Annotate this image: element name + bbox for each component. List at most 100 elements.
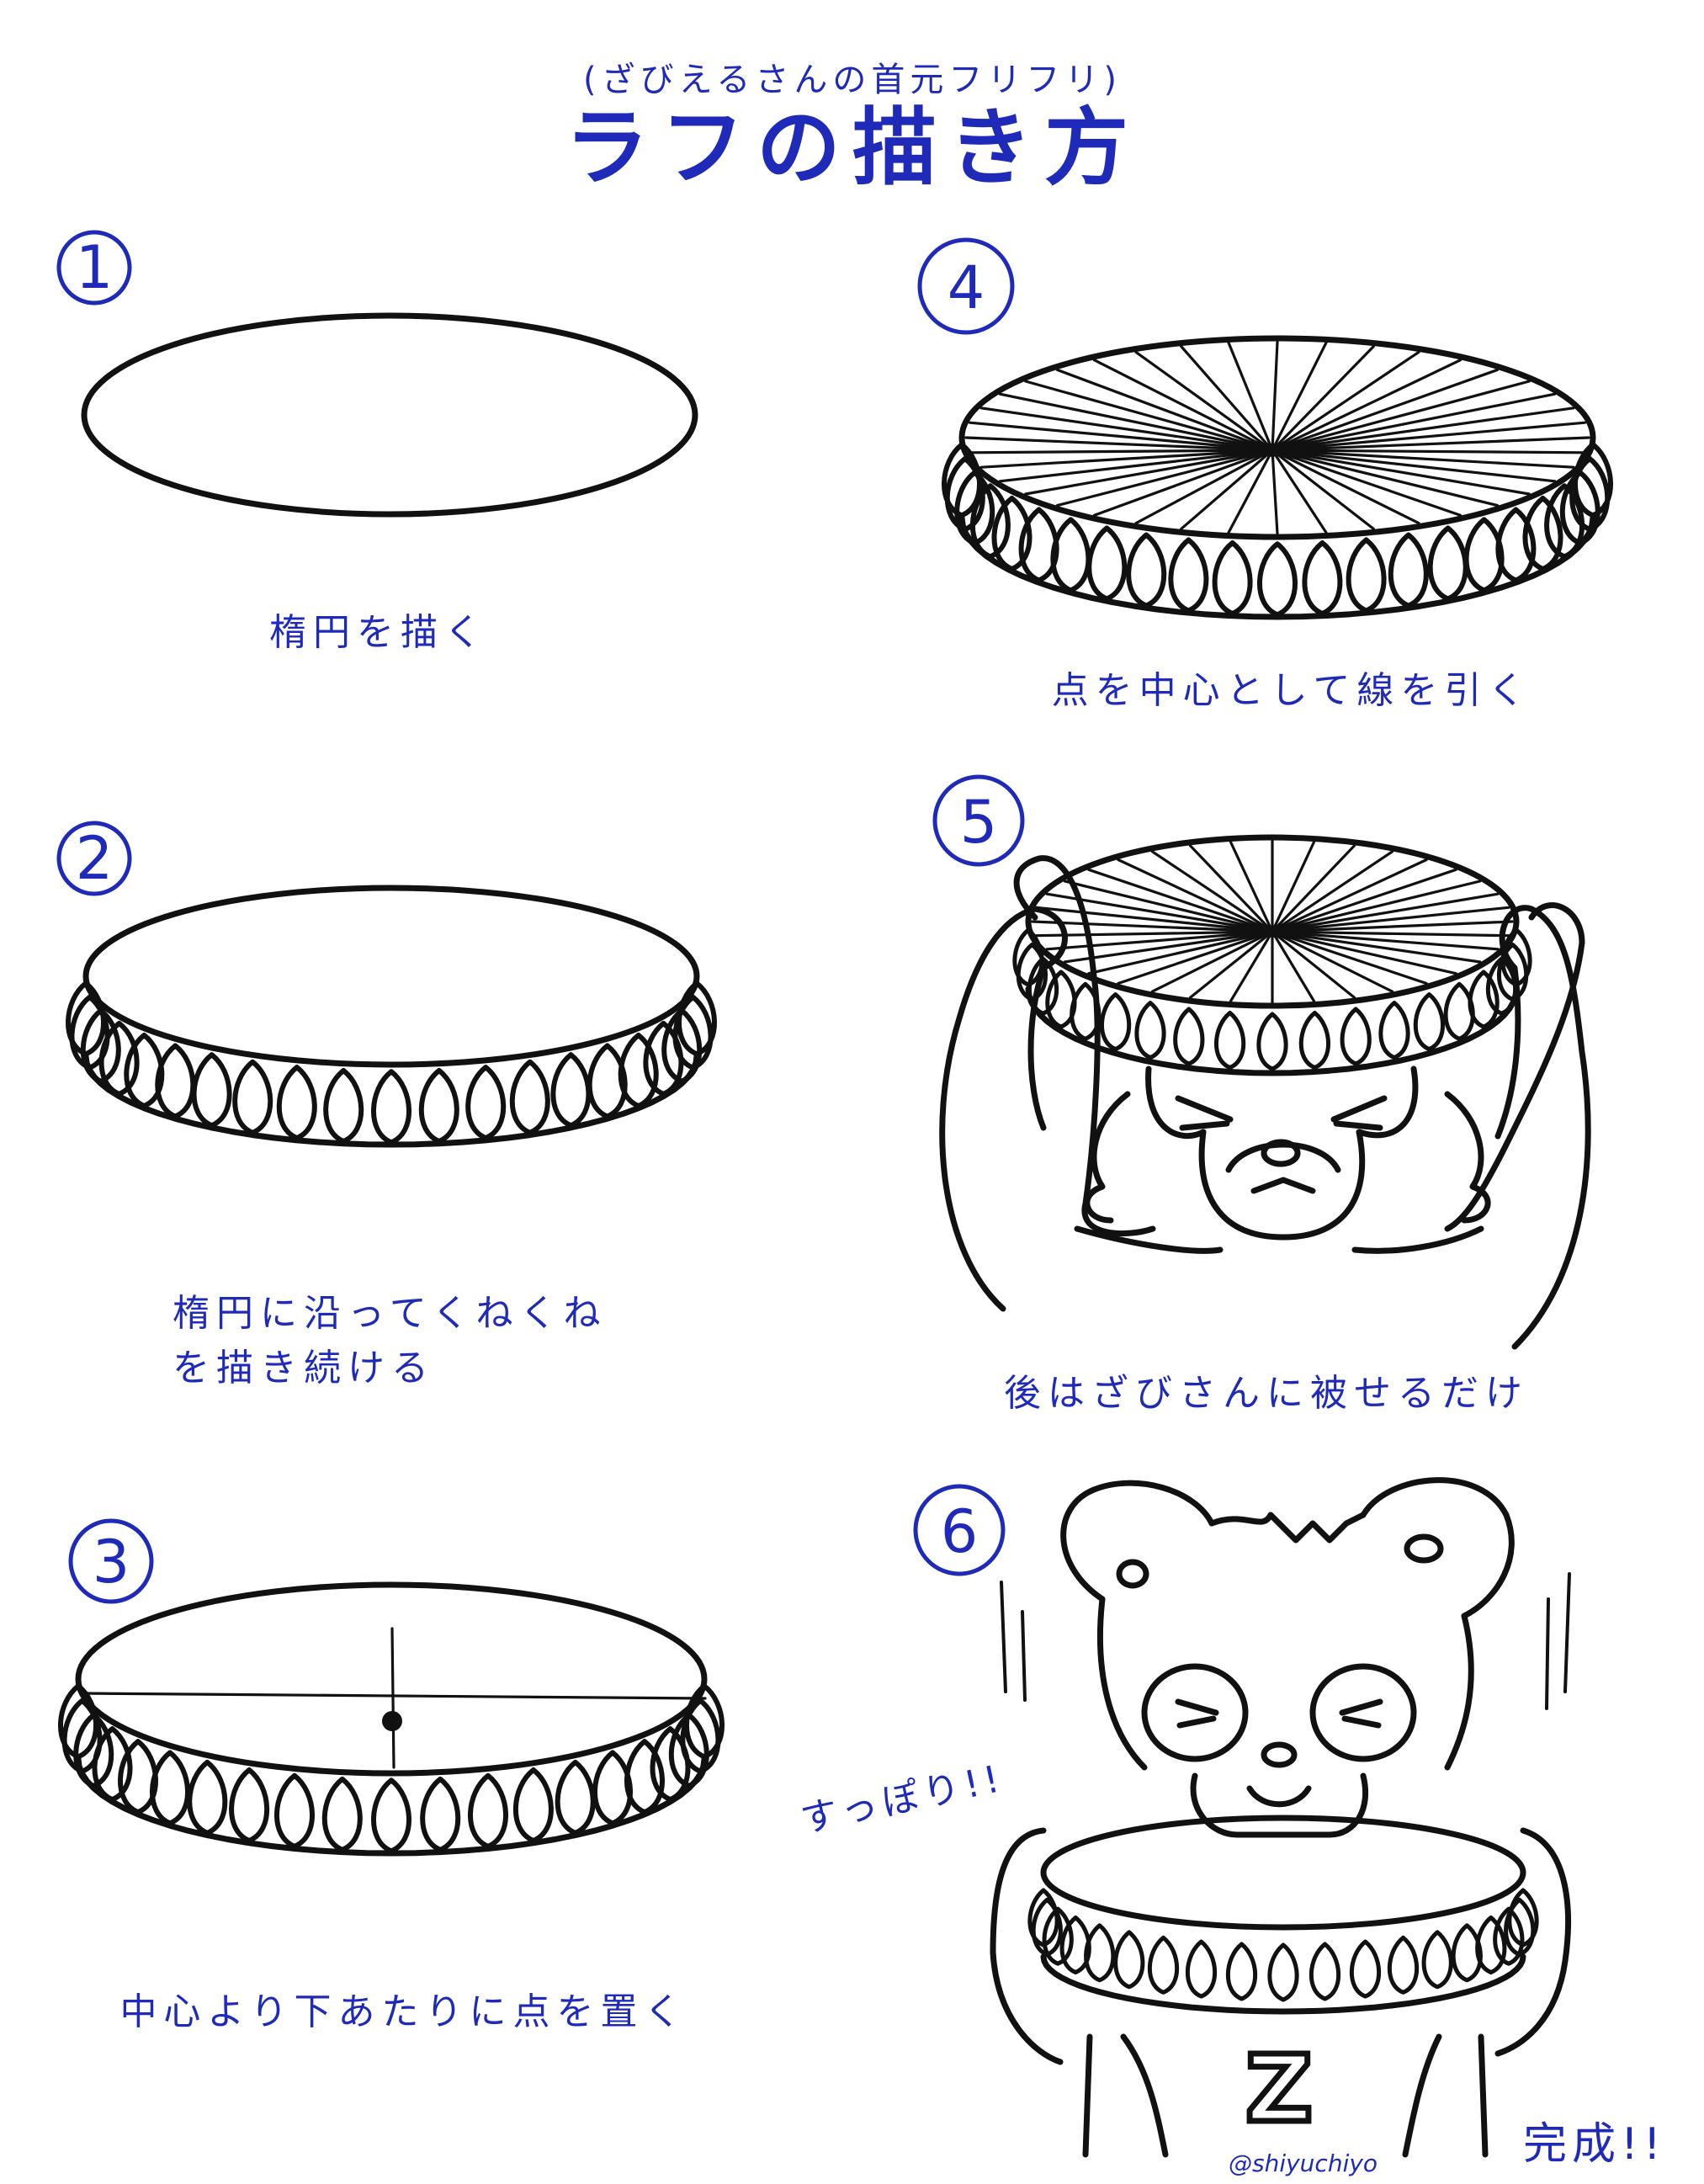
radial-line — [1134, 350, 1274, 452]
ruff-loop — [1187, 1942, 1214, 1996]
ruff-band-bottom — [958, 514, 1596, 620]
shirt-letter: Z — [1245, 2035, 1313, 2143]
bear-nose — [1261, 1139, 1301, 1167]
ruff-loop — [279, 1067, 315, 1138]
radial-line — [1271, 368, 1500, 452]
step-1-panel: 1 楕円を描く — [56, 230, 698, 654]
radial-line — [1087, 868, 1274, 933]
radial-line — [1271, 920, 1514, 933]
radial-line — [1271, 844, 1356, 933]
radial-line — [1271, 930, 1510, 938]
ruff-loop — [627, 1741, 662, 1812]
step-number: 5 — [960, 788, 998, 857]
bear-hand-right — [1444, 902, 1585, 1232]
radial-line — [964, 436, 1274, 452]
radial-line — [1227, 341, 1274, 452]
step-3-panel: 3 中心より下あたりに点を置く — [61, 1518, 722, 2033]
ruff-top-ellipse — [75, 1581, 708, 1777]
ruff-loop — [1424, 1932, 1451, 1987]
bear-body-line — [1351, 1225, 1484, 1254]
ruff-ring-drawing — [1015, 834, 1530, 1076]
radial-line — [1031, 920, 1274, 933]
ruff-ring-drawing — [61, 1581, 722, 1857]
page-subtitle: (ざびえるさんの首元フリフリ) — [583, 61, 1122, 99]
step-caption-line-2: を描き続ける — [173, 1347, 435, 1390]
ruff-loop — [512, 1062, 548, 1133]
ruff-loop — [326, 1071, 361, 1141]
ruff-loop — [1062, 1918, 1089, 1973]
ruff-loop — [1089, 529, 1124, 599]
radial-line — [1034, 930, 1274, 938]
center-point — [1266, 444, 1279, 457]
radial-line — [1055, 449, 1274, 507]
radial-line — [1271, 858, 1428, 933]
radial-line — [1271, 930, 1428, 986]
step-number-circle — [932, 774, 1025, 867]
bear-mouth — [1250, 1177, 1316, 1194]
ruff-loop — [1048, 972, 1075, 1027]
step-caption: 楕円を描く — [269, 611, 488, 654]
ruff-top-ellipse — [958, 335, 1596, 540]
radial-line — [979, 407, 1274, 452]
ruff-loop — [1446, 984, 1473, 1039]
center-point — [1266, 926, 1278, 938]
radial-line — [1271, 930, 1394, 993]
radial-line — [1271, 930, 1457, 975]
radial-line — [1180, 449, 1274, 531]
ruff-loop — [1216, 1013, 1243, 1068]
step-number-circle — [917, 237, 1015, 335]
ruff-loop — [1128, 535, 1164, 606]
radial-line — [1180, 345, 1274, 452]
ruff-loop — [1301, 1013, 1328, 1068]
radial-line — [1271, 449, 1500, 507]
bear-hand-right — [1494, 1827, 1571, 2057]
radial-line — [968, 421, 1274, 452]
radial-line — [1271, 449, 1420, 525]
bear-eye-left — [1175, 1095, 1234, 1131]
radial-line — [1034, 906, 1274, 933]
radial-line — [1271, 345, 1375, 452]
ruff-loop — [1149, 1937, 1176, 1992]
step-number-circle — [68, 1518, 154, 1604]
radial-line — [998, 449, 1274, 483]
ruff-loop — [1116, 1932, 1143, 1987]
bear-cheek-fur — [1444, 1091, 1491, 1224]
ruff-loop — [374, 1780, 409, 1851]
radial-line — [1271, 449, 1279, 535]
ruff-loop — [1259, 1014, 1286, 1069]
motion-lines — [1000, 1572, 1571, 1710]
ruff-ring-drawing — [68, 885, 714, 1148]
bear-arm-left — [939, 906, 1068, 1312]
guide-line-horizontal — [82, 1692, 707, 1700]
bear-nose — [1261, 1741, 1298, 1768]
bear-ear-left — [1060, 1480, 1215, 1602]
ruff-loop — [1431, 529, 1466, 599]
bear-muzzle — [1190, 1772, 1369, 1838]
radial-line — [1229, 930, 1274, 1003]
ruff-loop — [470, 1776, 506, 1847]
bear-body — [1082, 2033, 1489, 2158]
bear-eye-left — [1175, 1698, 1219, 1729]
step-number: 6 — [941, 1497, 979, 1566]
ruff-loop — [1176, 1009, 1202, 1064]
ruff-ring-drawing — [944, 335, 1611, 620]
radial-line — [1271, 892, 1500, 933]
ruff-ring-drawing — [1030, 1815, 1537, 2015]
page-title: ラフの描き方 — [565, 98, 1140, 197]
radial-line — [1063, 879, 1274, 933]
radial-line — [1271, 930, 1500, 951]
radial-line — [1271, 449, 1375, 531]
radial-line — [1150, 930, 1274, 993]
radial-line — [1087, 930, 1274, 975]
step-caption: 後はざびさんに被せるだけ — [1004, 1372, 1529, 1415]
bear-body-line — [1074, 1225, 1224, 1254]
bear-ear-right — [1360, 1477, 1515, 1619]
radial-line — [968, 449, 1274, 454]
radial-line — [1229, 840, 1274, 933]
step-number: 4 — [948, 253, 985, 322]
exclamation-text: すっぽり!! — [797, 1756, 1008, 1841]
radial-line — [1271, 421, 1587, 452]
ruff-loop — [231, 1770, 267, 1841]
ruff-band-bottom — [1025, 986, 1520, 1076]
ruff-loop — [1215, 543, 1250, 614]
